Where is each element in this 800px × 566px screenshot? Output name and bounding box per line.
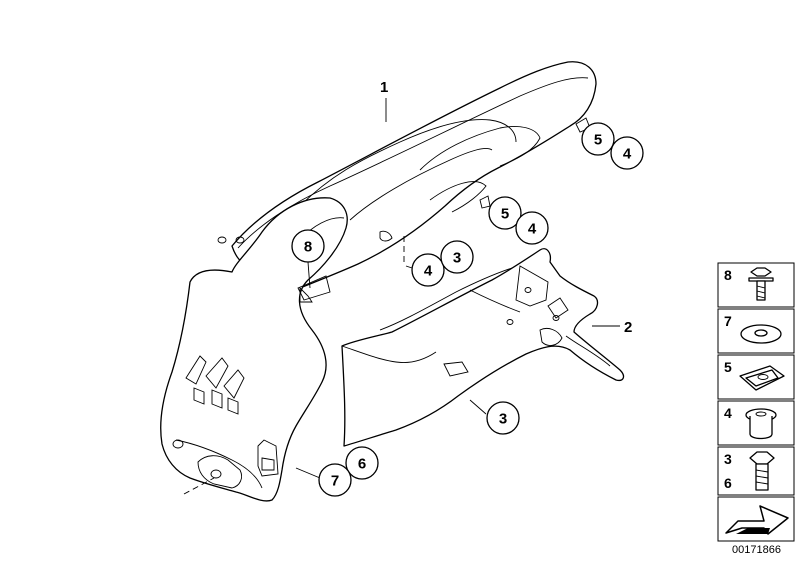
legend-label: 4: [724, 405, 732, 421]
callout-4: 4: [610, 136, 644, 170]
bolt-with-washer-icon: [748, 267, 774, 301]
callout-label: 4: [528, 221, 537, 238]
callout-label: 4: [623, 146, 632, 163]
inner-mudguard-part: [160, 197, 348, 502]
callout-3: 3: [486, 401, 520, 435]
callout-label: 8: [304, 239, 312, 256]
callout-label: 5: [501, 206, 509, 223]
number-plate-bracket-part: [341, 248, 625, 447]
legend-row-8: 8: [717, 262, 795, 308]
legend-label: 3: [724, 451, 732, 467]
washer-icon: [740, 324, 782, 344]
legend-label: 6: [724, 475, 732, 491]
callout-3: 3: [440, 240, 474, 274]
callout-4: 4: [411, 253, 445, 287]
legend-row-4: 4: [717, 400, 795, 446]
callout-8: 8: [291, 229, 325, 263]
legend-label: 8: [724, 267, 732, 283]
hardware-legend: 8 7 5: [717, 262, 795, 542]
callout-label: 3: [499, 411, 507, 428]
direction-arrow-icon: [725, 505, 789, 535]
legend-row-5: 5: [717, 354, 795, 400]
callout-4: 4: [515, 211, 549, 245]
part-number-2: 2: [624, 319, 632, 336]
mounting-axis-line: [183, 477, 215, 495]
leader-line: [469, 399, 487, 415]
callout-label: 4: [424, 263, 433, 280]
legend-row-arrow: [717, 496, 795, 542]
callout-label: 3: [453, 250, 461, 267]
leader-line: [307, 261, 311, 289]
callout-7: 7: [318, 463, 352, 497]
hex-bolt-icon: [749, 451, 775, 491]
speed-nut-icon: [739, 365, 785, 391]
leader-line: [295, 467, 321, 479]
callout-6: 6: [345, 446, 379, 480]
callout-label: 5: [594, 132, 602, 149]
legend-row-3-6: 3 6: [717, 446, 795, 496]
callout-5: 5: [581, 122, 615, 156]
callout-label: 6: [358, 456, 366, 473]
callout-5: 5: [488, 196, 522, 230]
callout-label: 7: [331, 473, 339, 490]
legend-row-7: 7: [717, 308, 795, 354]
document-number: 00171866: [732, 544, 781, 556]
rubber-grommet-icon: [745, 408, 777, 440]
legend-label: 7: [724, 313, 732, 329]
legend-label: 5: [724, 359, 732, 375]
part-number-1: 1: [380, 79, 388, 96]
